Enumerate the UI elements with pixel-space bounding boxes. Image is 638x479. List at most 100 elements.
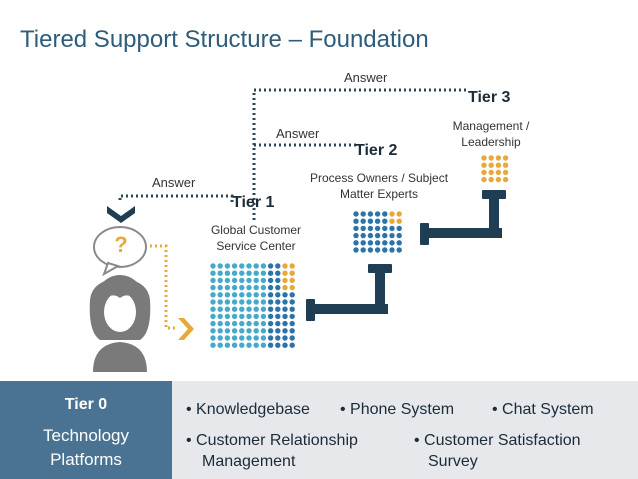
dot	[217, 335, 223, 341]
dot	[502, 155, 509, 161]
dot	[253, 263, 259, 269]
dot	[253, 320, 259, 327]
tier3-title: Tier 3	[468, 89, 511, 106]
dot	[289, 313, 295, 320]
tier2-title: Tier 2	[355, 142, 398, 159]
question-mark: ?	[114, 232, 128, 257]
dot	[353, 218, 359, 224]
chevron-down-icon	[107, 206, 135, 223]
dot	[389, 218, 395, 224]
dot	[267, 320, 274, 327]
dot	[260, 335, 267, 341]
dot	[282, 335, 288, 341]
dot	[267, 306, 274, 312]
dot	[275, 277, 281, 284]
dot	[267, 299, 274, 305]
dot	[275, 292, 281, 298]
dot	[267, 335, 274, 341]
dot	[224, 335, 231, 341]
dot	[289, 263, 295, 269]
dot	[210, 320, 216, 327]
dot	[289, 277, 295, 284]
dot	[210, 306, 216, 312]
answer-paths	[118, 88, 468, 220]
dot	[253, 342, 259, 348]
speech-bubble	[93, 226, 147, 277]
dot	[481, 155, 487, 161]
dot	[224, 342, 231, 348]
dot	[260, 328, 267, 334]
dot	[275, 320, 281, 327]
dot	[481, 162, 487, 168]
dot	[217, 284, 223, 291]
dot	[275, 306, 281, 312]
dot	[396, 225, 402, 232]
dot	[253, 292, 259, 298]
dot	[396, 247, 402, 253]
dot	[267, 263, 274, 269]
dot	[239, 263, 245, 269]
dot	[239, 335, 245, 341]
dot	[396, 211, 402, 217]
dot	[239, 320, 245, 327]
dot	[367, 232, 374, 239]
dot	[217, 277, 223, 284]
tier0-subtitle: Technology Platforms	[42, 426, 129, 469]
dot	[239, 306, 245, 312]
tier1-description: Global Customer Service Center	[210, 223, 302, 253]
dot	[267, 328, 274, 334]
tier3-dot-grid	[481, 155, 509, 183]
answer-path-tier1	[118, 194, 234, 205]
dot	[260, 284, 267, 291]
dot	[239, 277, 245, 284]
dot	[275, 328, 281, 334]
dot	[224, 320, 231, 327]
dot	[224, 306, 231, 312]
dot	[231, 328, 238, 334]
dot	[289, 342, 295, 348]
tier0-panel	[0, 381, 172, 479]
dot	[367, 225, 374, 232]
platform-item-customer-satisfaction: • Customer Satisfaction Survey	[414, 432, 581, 470]
dot	[367, 218, 374, 224]
dot	[231, 263, 238, 269]
dot	[374, 247, 381, 253]
dot	[282, 313, 288, 320]
dot	[282, 277, 288, 284]
dot	[282, 320, 288, 327]
dot	[282, 270, 288, 276]
dot	[224, 284, 231, 291]
dot	[253, 299, 259, 305]
dot	[210, 342, 216, 348]
dot	[246, 328, 252, 334]
dot	[253, 306, 259, 312]
dot	[217, 263, 223, 269]
dot	[374, 211, 381, 217]
answer-label-tier3: Answer	[344, 70, 388, 85]
dot	[289, 292, 295, 298]
dot	[267, 342, 274, 348]
dot	[367, 211, 374, 217]
dot	[382, 240, 388, 246]
dot	[267, 292, 274, 298]
dot	[260, 320, 267, 327]
dot	[353, 225, 359, 232]
dot	[374, 218, 381, 224]
dot	[360, 218, 366, 224]
dot	[217, 299, 223, 305]
tier2-dot-grid	[353, 211, 402, 253]
dot	[389, 232, 395, 239]
dot	[396, 240, 402, 246]
dot	[231, 299, 238, 305]
platform-item-crm: • Customer Relationship Management	[186, 432, 358, 470]
dot	[481, 169, 487, 176]
dot	[253, 313, 259, 320]
dot	[495, 176, 502, 183]
dot	[353, 232, 359, 239]
dot	[396, 218, 402, 224]
user-icon	[89, 275, 151, 372]
dot	[382, 247, 388, 253]
dot	[481, 176, 487, 183]
dot	[231, 335, 238, 341]
page-title: Tiered Support Structure – Foundation	[20, 26, 429, 53]
